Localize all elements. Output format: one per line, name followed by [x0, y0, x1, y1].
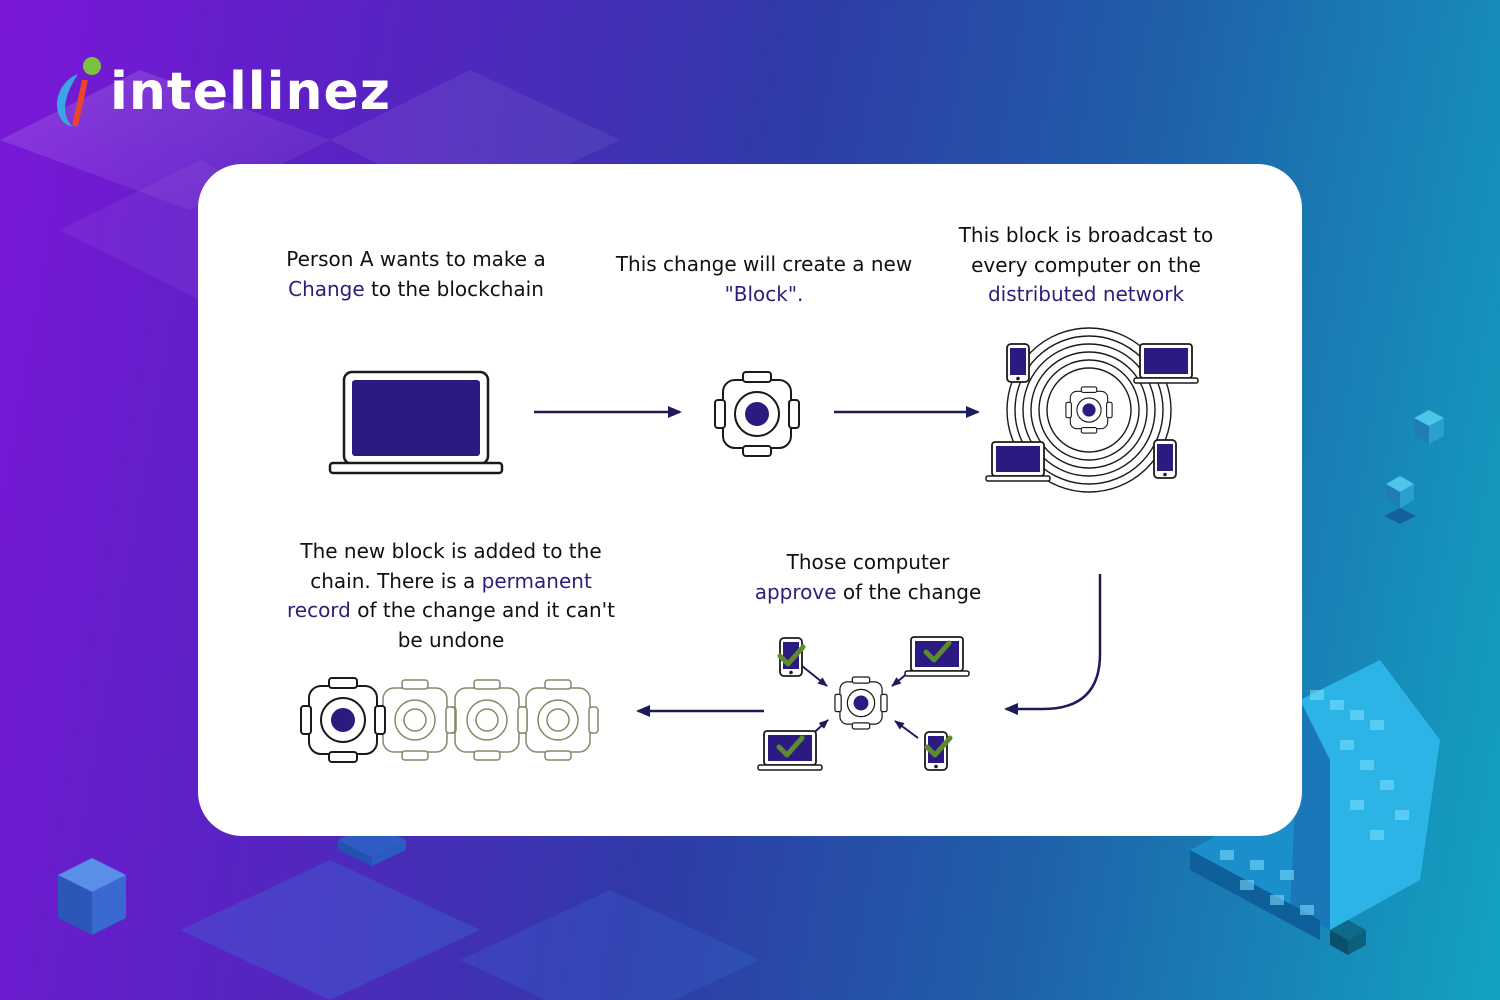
approval-network-icon: [757, 636, 970, 771]
step1-caption: Person A wants to make a Change to the b…: [256, 245, 576, 304]
broadcast-network-icon: [985, 327, 1199, 493]
step1-line2: to the blockchain: [364, 276, 544, 301]
step1-highlight: Change: [288, 276, 365, 301]
step2-line1: This change will create a new: [615, 252, 913, 276]
curved-arrow-icon: [1004, 574, 1102, 715]
step4-highlight: approve: [754, 579, 837, 604]
step3-line1: This block is broadcast to: [958, 223, 1214, 247]
brand-logo[interactable]: intellinez: [48, 52, 391, 132]
step5-line1: The new block is added to the: [300, 539, 602, 563]
logo-mark-icon: [56, 57, 101, 126]
step2-highlight: "Block".: [724, 281, 804, 306]
step3-line2: every computer on the: [971, 252, 1201, 277]
laptop-icon: [328, 370, 504, 475]
step1-line1: Person A wants to make a: [286, 247, 546, 271]
blockchain-icon: [300, 677, 599, 763]
step3-caption: This block is broadcast to every compute…: [936, 221, 1236, 310]
step5-line2: chain. There is a: [310, 568, 482, 593]
diagram-card: Person A wants to make a Change to the b…: [198, 164, 1302, 836]
cube-decoration-right-small: [1384, 410, 1444, 524]
step5-line4: be undone: [397, 627, 505, 652]
blockchain-process-diagram: [300, 327, 1199, 771]
step2-caption: This change will create a new "Block".: [596, 250, 932, 309]
block-icon: [714, 371, 800, 457]
step3-highlight: distributed network: [987, 282, 1185, 306]
step5-line3: of the change and it can't: [350, 598, 616, 622]
step5-highlight-a: permanent: [481, 568, 592, 593]
step5-caption: The new block is added to the chain. The…: [266, 537, 636, 655]
step4-line2: of the change: [836, 579, 982, 604]
step4-line1: Those computer: [786, 550, 950, 574]
brand-name: intellinez: [110, 62, 391, 122]
step5-highlight-b: record: [286, 598, 351, 622]
step4-caption: Those computer approve of the change: [718, 548, 1018, 607]
